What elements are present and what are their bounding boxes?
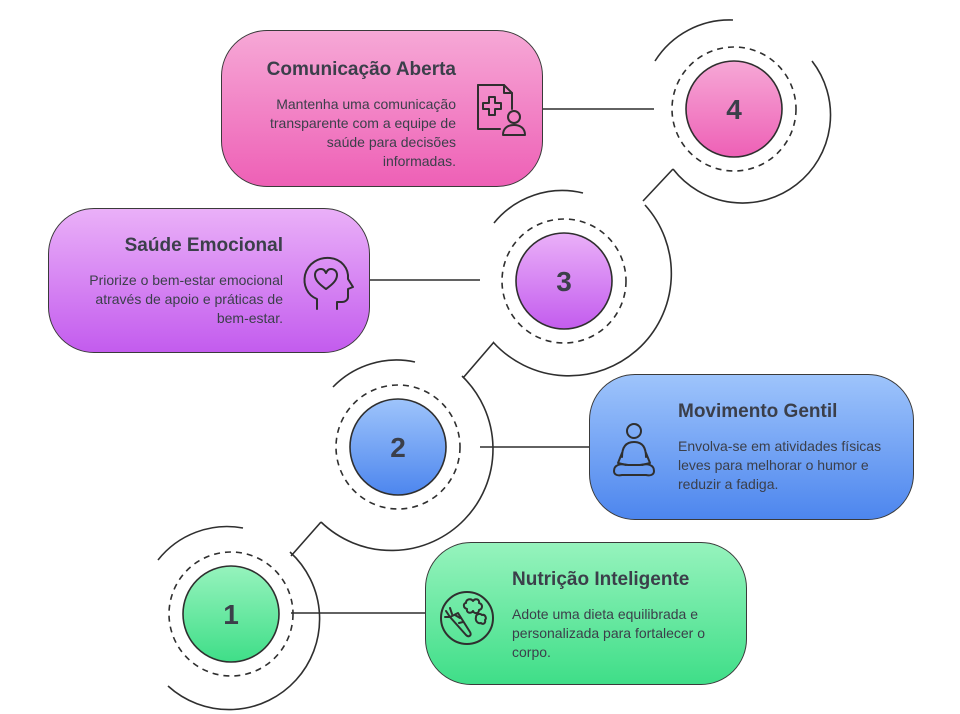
step-2-circle — [349, 398, 447, 496]
step-3-card: Saúde Emocional Priorize o bem-estar emo… — [48, 208, 370, 353]
step-4-node: 4 — [671, 46, 797, 172]
meditating-person-icon — [613, 423, 655, 477]
step-2-card: Movimento Gentil Envolva-se em atividade… — [589, 374, 914, 520]
path-arc-4 — [642, 19, 832, 204]
step-1-dashed-ring — [168, 551, 294, 677]
step-1-description: Adote uma dieta equilibrada e personaliz… — [512, 606, 706, 660]
step-4-card: Comunicação Aberta Mantenha uma comunica… — [221, 30, 543, 187]
step-3-description: Priorize o bem-estar emocional através d… — [89, 272, 283, 326]
step-1-title: Nutrição Inteligente — [512, 569, 690, 590]
step-4-number: 4 — [726, 94, 742, 125]
step-4-dashed-ring — [671, 46, 797, 172]
path-arc-3 — [462, 189, 673, 379]
step-3-dashed-ring — [501, 218, 627, 344]
path-arc-1 — [157, 525, 321, 711]
step-2-title: Movimento Gentil — [678, 401, 838, 422]
step-1-circle — [182, 565, 280, 663]
step-2-description: Envolva-se em atividades físicas leves p… — [678, 438, 882, 492]
medical-record-user-icon — [477, 84, 526, 136]
path-line — [157, 19, 832, 711]
step-1-card: Nutrição Inteligente Adote uma dieta equ… — [425, 542, 747, 685]
step-3-title: Saúde Emocional — [124, 235, 283, 256]
step-4-circle — [685, 60, 783, 158]
step-4-title: Comunicação Aberta — [266, 59, 456, 80]
path-arc-2 — [290, 359, 494, 557]
step-2-node: 2 — [335, 384, 461, 510]
carrot-broccoli-icon — [440, 591, 494, 645]
step-3-node: 3 — [501, 218, 627, 344]
head-heart-icon — [303, 256, 354, 310]
step-3-number: 3 — [556, 266, 572, 297]
step-2-number: 2 — [390, 432, 406, 463]
step-1-node: 1 — [168, 551, 294, 677]
step-4-description: Mantenha uma comunicação transparente co… — [269, 96, 456, 169]
step-1-number: 1 — [223, 599, 239, 630]
step-3-circle — [515, 232, 613, 330]
connectors — [291, 108, 654, 614]
step-2-dashed-ring — [335, 384, 461, 510]
